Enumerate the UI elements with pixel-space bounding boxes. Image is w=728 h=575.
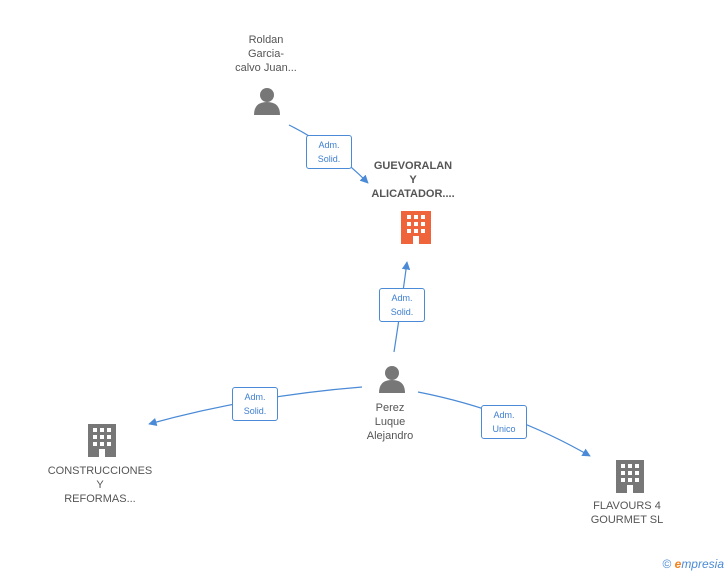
label-line: GOURMET SL: [590, 514, 664, 526]
edge-label-roldan-guevoralan[interactable]: Adm. Solid.: [306, 135, 352, 169]
copyright-icon: ©: [662, 557, 672, 571]
building-icon[interactable]: [401, 211, 431, 244]
label-line: calvo Juan...: [235, 62, 297, 74]
edge-label-line: Unico: [492, 424, 516, 434]
edge-label-line: Adm.: [391, 293, 413, 303]
brand-logo-initial: e: [674, 557, 682, 571]
node-label-flavours[interactable]: FLAVOURS 4 GOURMET SL: [577, 499, 677, 527]
edge-label-line: Solid.: [390, 307, 414, 317]
person-icon[interactable]: [254, 88, 280, 115]
node-label-guevoralan[interactable]: GUEVORALAN Y ALICATADOR....: [358, 159, 468, 201]
label-line: REFORMAS...: [64, 493, 136, 505]
person-icon[interactable]: [379, 366, 405, 393]
label-line: Luque: [374, 416, 406, 428]
building-icon[interactable]: [88, 424, 116, 457]
edge-label-line: Adm.: [493, 410, 515, 420]
edge-label-line: Solid.: [243, 406, 267, 416]
node-label-roldan[interactable]: Roldan Garcia- calvo Juan...: [216, 33, 316, 75]
label-line: ALICATADOR....: [371, 188, 455, 200]
label-line: Roldan: [248, 34, 284, 46]
label-line: Y: [409, 174, 417, 186]
label-line: Alejandro: [366, 430, 414, 442]
label-line: FLAVOURS 4: [593, 500, 661, 512]
copyright-footer: © empresia: [662, 557, 724, 571]
node-label-construcciones[interactable]: CONSTRUCCIONES Y REFORMAS...: [40, 464, 160, 506]
brand-logo-text: mpresia: [681, 557, 724, 571]
label-line: Garcia-: [247, 48, 285, 60]
edge-label-perez-flavours[interactable]: Adm. Unico: [481, 405, 527, 439]
edge-label-line: Adm.: [244, 392, 266, 402]
edge-label-line: Solid.: [317, 154, 341, 164]
label-line: Perez: [375, 402, 405, 414]
label-line: Y: [96, 479, 104, 491]
label-line: CONSTRUCCIONES: [47, 465, 153, 477]
edge-label-line: Adm.: [318, 140, 340, 150]
building-icon[interactable]: [616, 460, 644, 493]
edge-label-perez-construcciones[interactable]: Adm. Solid.: [232, 387, 278, 421]
node-label-perez[interactable]: Perez Luque Alejandro: [345, 401, 435, 443]
label-line: GUEVORALAN: [373, 160, 453, 172]
edge-label-perez-guevoralan[interactable]: Adm. Solid.: [379, 288, 425, 322]
